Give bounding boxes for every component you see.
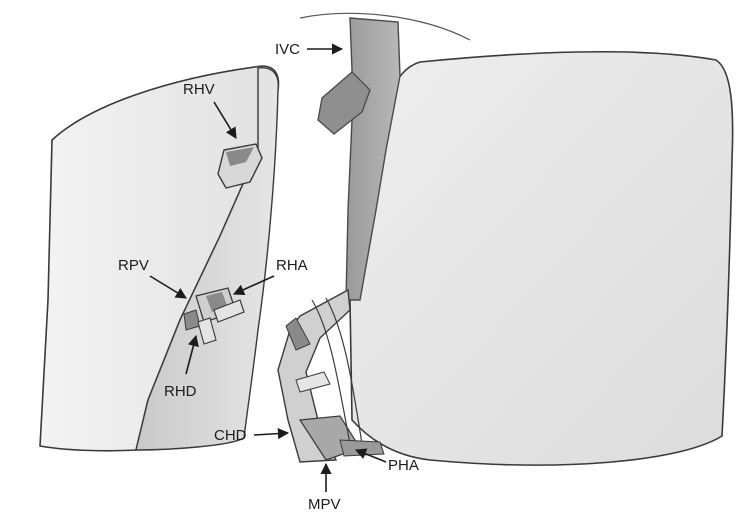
label-chd: CHD	[214, 427, 247, 444]
arrow-chd	[254, 433, 288, 435]
label-pha: PHA	[388, 457, 419, 474]
label-mpv: MPV	[308, 496, 341, 512]
label-ivc: IVC	[275, 41, 300, 58]
label-rpv: RPV	[118, 257, 149, 274]
label-rha: RHA	[276, 257, 308, 274]
label-rhv: RHV	[183, 81, 215, 98]
label-rhd: RHD	[164, 383, 197, 400]
remnant-liver-lobe	[350, 52, 733, 465]
